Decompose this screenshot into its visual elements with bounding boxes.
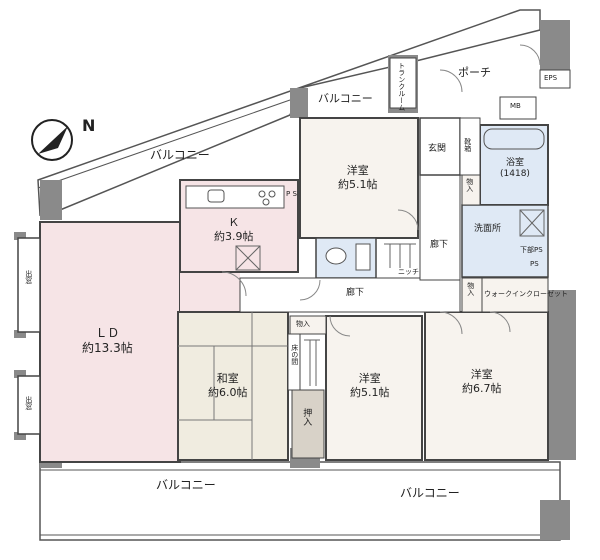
mb-label: MB xyxy=(510,102,521,110)
room-yoshitsu-east: 洋室 約6.7帖 xyxy=(462,368,502,396)
storage-1-label: 物入 xyxy=(296,320,310,328)
room-washitsu-name: 和室 xyxy=(216,372,239,385)
toko-box xyxy=(287,333,301,391)
trunk-room-label: トランクルーム xyxy=(397,62,406,111)
oshiire-box xyxy=(291,389,325,459)
entrance-label: 玄関 xyxy=(428,144,447,154)
room-bath-name: 浴室 xyxy=(505,158,524,168)
entrance-floor xyxy=(419,117,461,176)
bathtub xyxy=(483,128,545,150)
kitchen-ps-label: P S xyxy=(286,190,297,198)
toko-label: 床の間 xyxy=(290,344,299,365)
room-ld-size: 約13.3帖 xyxy=(82,341,133,355)
compass-north-label: N xyxy=(82,116,96,135)
room-yoshitsu-mid: 洋室 約5.1帖 xyxy=(350,372,390,400)
yoshitsu-mid-floor xyxy=(325,315,423,461)
washroom-floor xyxy=(461,204,549,278)
eps-box xyxy=(539,69,571,89)
room-bath-size: (1418) xyxy=(500,169,530,180)
washroom-label: 洗面所 xyxy=(474,224,502,234)
corridor-east-floor xyxy=(419,174,461,281)
room-yoshitsu-north-name: 洋室 xyxy=(346,164,369,177)
room-ld-name: ＬＤ xyxy=(95,326,120,340)
washer-space xyxy=(519,209,545,237)
room-kitchen: Ｋ 約3.9帖 xyxy=(214,216,254,244)
balcony-outline-south xyxy=(39,461,561,541)
balcony-north-label: バルコニー xyxy=(150,148,210,162)
porch-label: ポーチ xyxy=(458,66,491,79)
storage-3-label: 物入 xyxy=(465,178,474,192)
yoshitsu-north-floor xyxy=(299,117,419,239)
closet-rods xyxy=(304,243,416,386)
lower-ps-label: 下部PS xyxy=(520,246,543,254)
room-yoshitsu-mid-size: 約5.1帖 xyxy=(350,385,390,399)
oshiire-label: 押入 xyxy=(301,408,312,426)
mb-box xyxy=(499,96,537,120)
balcony-south-left-label: バルコニー xyxy=(156,478,216,492)
room-ld: ＬＤ 約13.3帖 xyxy=(82,326,133,356)
corridor-mid-label: 廊下 xyxy=(346,288,365,298)
niche-label: ニッチ xyxy=(398,268,419,276)
trunk-room-box xyxy=(389,57,417,109)
room-kitchen-name: Ｋ xyxy=(228,216,240,229)
yoshitsu-east-floor xyxy=(424,311,549,461)
toilet-fixture xyxy=(325,243,371,271)
balcony-north-small-label: バルコニー xyxy=(318,92,373,105)
corridor-floor xyxy=(239,277,461,313)
room-yoshitsu-mid-name: 洋室 xyxy=(358,372,381,385)
room-bath: 浴室 (1418) xyxy=(500,158,530,181)
ld-floor xyxy=(39,221,181,463)
ps-label: PS xyxy=(530,260,539,268)
room-yoshitsu-east-name: 洋室 xyxy=(470,368,493,381)
room-yoshitsu-north-size: 約5.1帖 xyxy=(338,177,378,191)
wic-label: ウォークインクローゼット xyxy=(484,290,568,298)
window-2-label: 出窓 xyxy=(24,396,33,410)
shoe-box-label: 靴箱 xyxy=(463,138,472,152)
kitchen-counter xyxy=(185,185,285,209)
tatami-lines xyxy=(178,312,288,460)
bay-windows xyxy=(17,237,41,435)
room-washitsu-size: 約6.0帖 xyxy=(208,385,248,399)
ld-upper-floor xyxy=(180,272,240,312)
door-swings xyxy=(221,44,541,337)
shoe-box-rect xyxy=(459,117,481,176)
room-yoshitsu-north: 洋室 約5.1帖 xyxy=(338,164,378,192)
room-kitchen-size: 約3.9帖 xyxy=(214,229,254,243)
bath-floor xyxy=(479,124,549,206)
corridor-east-label: 廊下 xyxy=(430,240,449,250)
room-washitsu: 和室 約6.0帖 xyxy=(208,372,248,400)
washitsu-floor xyxy=(177,311,289,461)
wic-box xyxy=(481,277,549,313)
storage-1-box xyxy=(289,315,327,335)
balcony-south-right-label: バルコニー xyxy=(400,486,460,500)
room-yoshitsu-east-size: 約6.7帖 xyxy=(462,381,502,395)
eps-label: EPS xyxy=(544,74,558,82)
window-1-label: 出窓 xyxy=(24,270,33,284)
storage-2-label: 物入 xyxy=(466,282,475,296)
compass-icon xyxy=(31,119,73,161)
fridge-space xyxy=(235,245,261,271)
